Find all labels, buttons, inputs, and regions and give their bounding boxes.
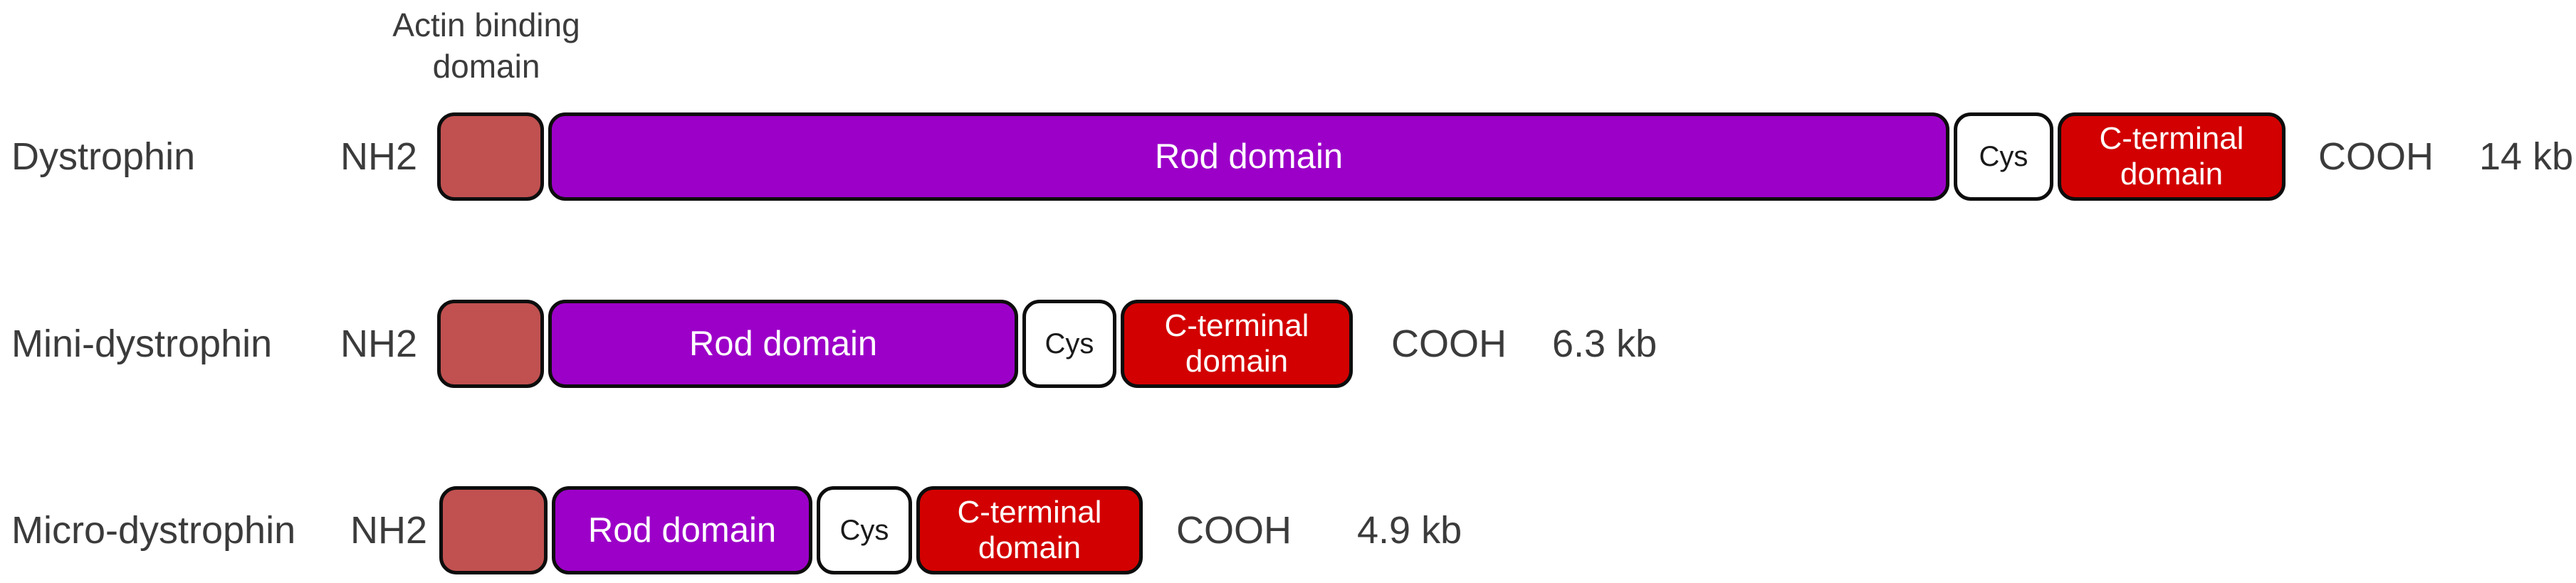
protein-name-label: Micro-dystrophin <box>11 509 296 552</box>
nh2-label: NH2 <box>350 509 428 552</box>
cooh-label: COOH <box>1391 322 1507 365</box>
cys-block: Cys <box>1022 300 1116 388</box>
c-terminal-domain-block: C-terminal domain <box>2058 112 2286 201</box>
gene-size-label: 6.3 kb <box>1552 322 1658 365</box>
gene-size-label: 14 kb <box>2479 135 2574 178</box>
annotation-line-2: domain <box>432 48 540 85</box>
c-terminal-label-line-1: C-terminal <box>2099 121 2244 156</box>
cooh-label: COOH <box>2318 135 2434 178</box>
rod-domain-block: Rod domain <box>552 486 812 574</box>
cys-label: Cys <box>1044 327 1094 359</box>
c-terminal-label-line-2: domain <box>2120 157 2224 191</box>
rod-domain-block: Rod domain <box>548 112 1949 201</box>
rod-domain-block: Rod domain <box>548 300 1018 388</box>
cooh-label: COOH <box>1176 509 1292 552</box>
actin-binding-domain-block <box>437 300 544 388</box>
actin-binding-domain-annotation: Actin binding domain <box>344 4 629 87</box>
domain-strip: Rod domain Cys C-terminal domain COOH 14… <box>437 112 2573 201</box>
actin-binding-domain-block <box>437 112 544 201</box>
c-terminal-label-line-2: domain <box>1185 344 1289 379</box>
row-mini-dystrophin: Mini-dystrophin NH2 Rod domain Cys C-ter… <box>0 300 2576 388</box>
rod-domain-label: Rod domain <box>688 325 878 363</box>
protein-name-label: Mini-dystrophin <box>11 322 273 365</box>
c-terminal-label-line-1: C-terminal <box>957 495 1102 530</box>
cys-block: Cys <box>817 486 912 574</box>
rod-domain-label: Rod domain <box>587 511 777 550</box>
row-dystrophin: Dystrophin NH2 Rod domain Cys C-terminal… <box>0 112 2576 201</box>
domain-strip: Rod domain Cys C-terminal domain COOH 6.… <box>437 300 1657 388</box>
rod-domain-label: Rod domain <box>1154 137 1344 176</box>
c-terminal-domain-block: C-terminal domain <box>916 486 1143 574</box>
cys-label: Cys <box>1979 140 2028 172</box>
nh2-label: NH2 <box>340 322 418 365</box>
domain-strip: Rod domain Cys C-terminal domain COOH 4.… <box>439 486 1462 574</box>
nh2-label: NH2 <box>340 135 418 178</box>
row-micro-dystrophin: Micro-dystrophin NH2 Rod domain Cys C-te… <box>0 486 2576 574</box>
c-terminal-label-line-2: domain <box>978 530 1082 565</box>
c-terminal-label-line-1: C-terminal <box>1164 308 1309 343</box>
cys-block: Cys <box>1954 112 2053 201</box>
annotation-line-1: Actin binding <box>392 6 580 43</box>
c-terminal-domain-block: C-terminal domain <box>1121 300 1353 388</box>
protein-name-label: Dystrophin <box>11 135 196 178</box>
cys-label: Cys <box>839 514 889 546</box>
gene-size-label: 4.9 kb <box>1357 509 1462 552</box>
actin-binding-domain-block <box>439 486 548 574</box>
